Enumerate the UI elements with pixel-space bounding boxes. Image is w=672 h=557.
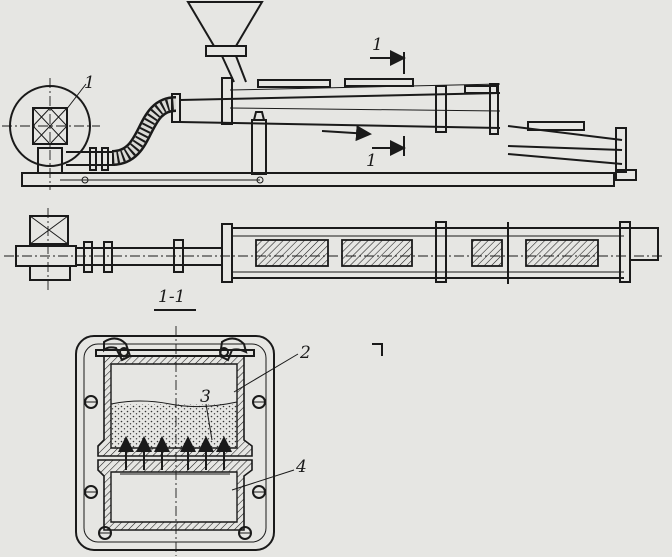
- box-label: 2: [299, 343, 311, 363]
- leader-box: [233, 353, 299, 393]
- tube-flange: [489, 83, 499, 135]
- tube-flange: [221, 77, 233, 125]
- side-elevation: 1: [2, 0, 637, 190]
- end-post: [615, 127, 627, 173]
- base-frame: [21, 172, 615, 187]
- hose-flange: [171, 93, 181, 123]
- plan-flange: [83, 241, 93, 273]
- bed-label: 3: [200, 387, 211, 407]
- conveyor-tube: [179, 77, 501, 135]
- plan-flange: [103, 241, 113, 273]
- leader-bed: [205, 403, 213, 441]
- product-plan: [471, 239, 503, 267]
- product-plan: [525, 239, 599, 267]
- discharge-conveyor: [507, 121, 637, 181]
- granular-bed: [111, 404, 237, 448]
- section-title: 1-1: [158, 287, 185, 307]
- product-block: [257, 79, 331, 88]
- housing-outer: [75, 335, 275, 551]
- duct-flange: [101, 147, 109, 171]
- section-view: 1-1: [75, 287, 383, 556]
- flexible-hose: [111, 93, 181, 166]
- chamber-label: 4: [295, 457, 307, 477]
- plan-flange: [221, 223, 233, 283]
- product-block: [344, 78, 414, 87]
- hopper-neck: [205, 45, 247, 57]
- section-label-bottom: 1: [366, 151, 377, 171]
- section-mark-top: 1: [370, 35, 406, 74]
- fan-motor-plan: [29, 215, 69, 245]
- product-plan: [255, 239, 329, 267]
- section-mark-bottom: 1: [366, 136, 406, 171]
- plan-view: [4, 208, 664, 292]
- plan-flange: [173, 239, 184, 273]
- fan-label: 1: [84, 73, 95, 93]
- product-plan: [341, 239, 413, 267]
- product-block: [464, 85, 498, 94]
- plan-flange: [619, 221, 631, 283]
- support-post: [251, 111, 267, 175]
- chamber-interior-lower: [110, 471, 238, 523]
- stray-mark: [372, 343, 383, 356]
- leader-chamber: [231, 469, 295, 491]
- bolts: [84, 395, 266, 540]
- duct-flange: [89, 147, 97, 171]
- plan-flange: [435, 221, 447, 283]
- hopper: [186, 0, 264, 83]
- fan: 1: [2, 73, 100, 190]
- air-duct: [66, 147, 115, 171]
- fan-base: [37, 147, 63, 174]
- section-label-top: 1: [372, 35, 383, 55]
- tube-flange: [435, 85, 447, 133]
- product-block: [527, 121, 585, 131]
- wing-clamps: [95, 337, 255, 362]
- airflow-arrow: [321, 125, 372, 142]
- hopper-funnel: [186, 0, 264, 47]
